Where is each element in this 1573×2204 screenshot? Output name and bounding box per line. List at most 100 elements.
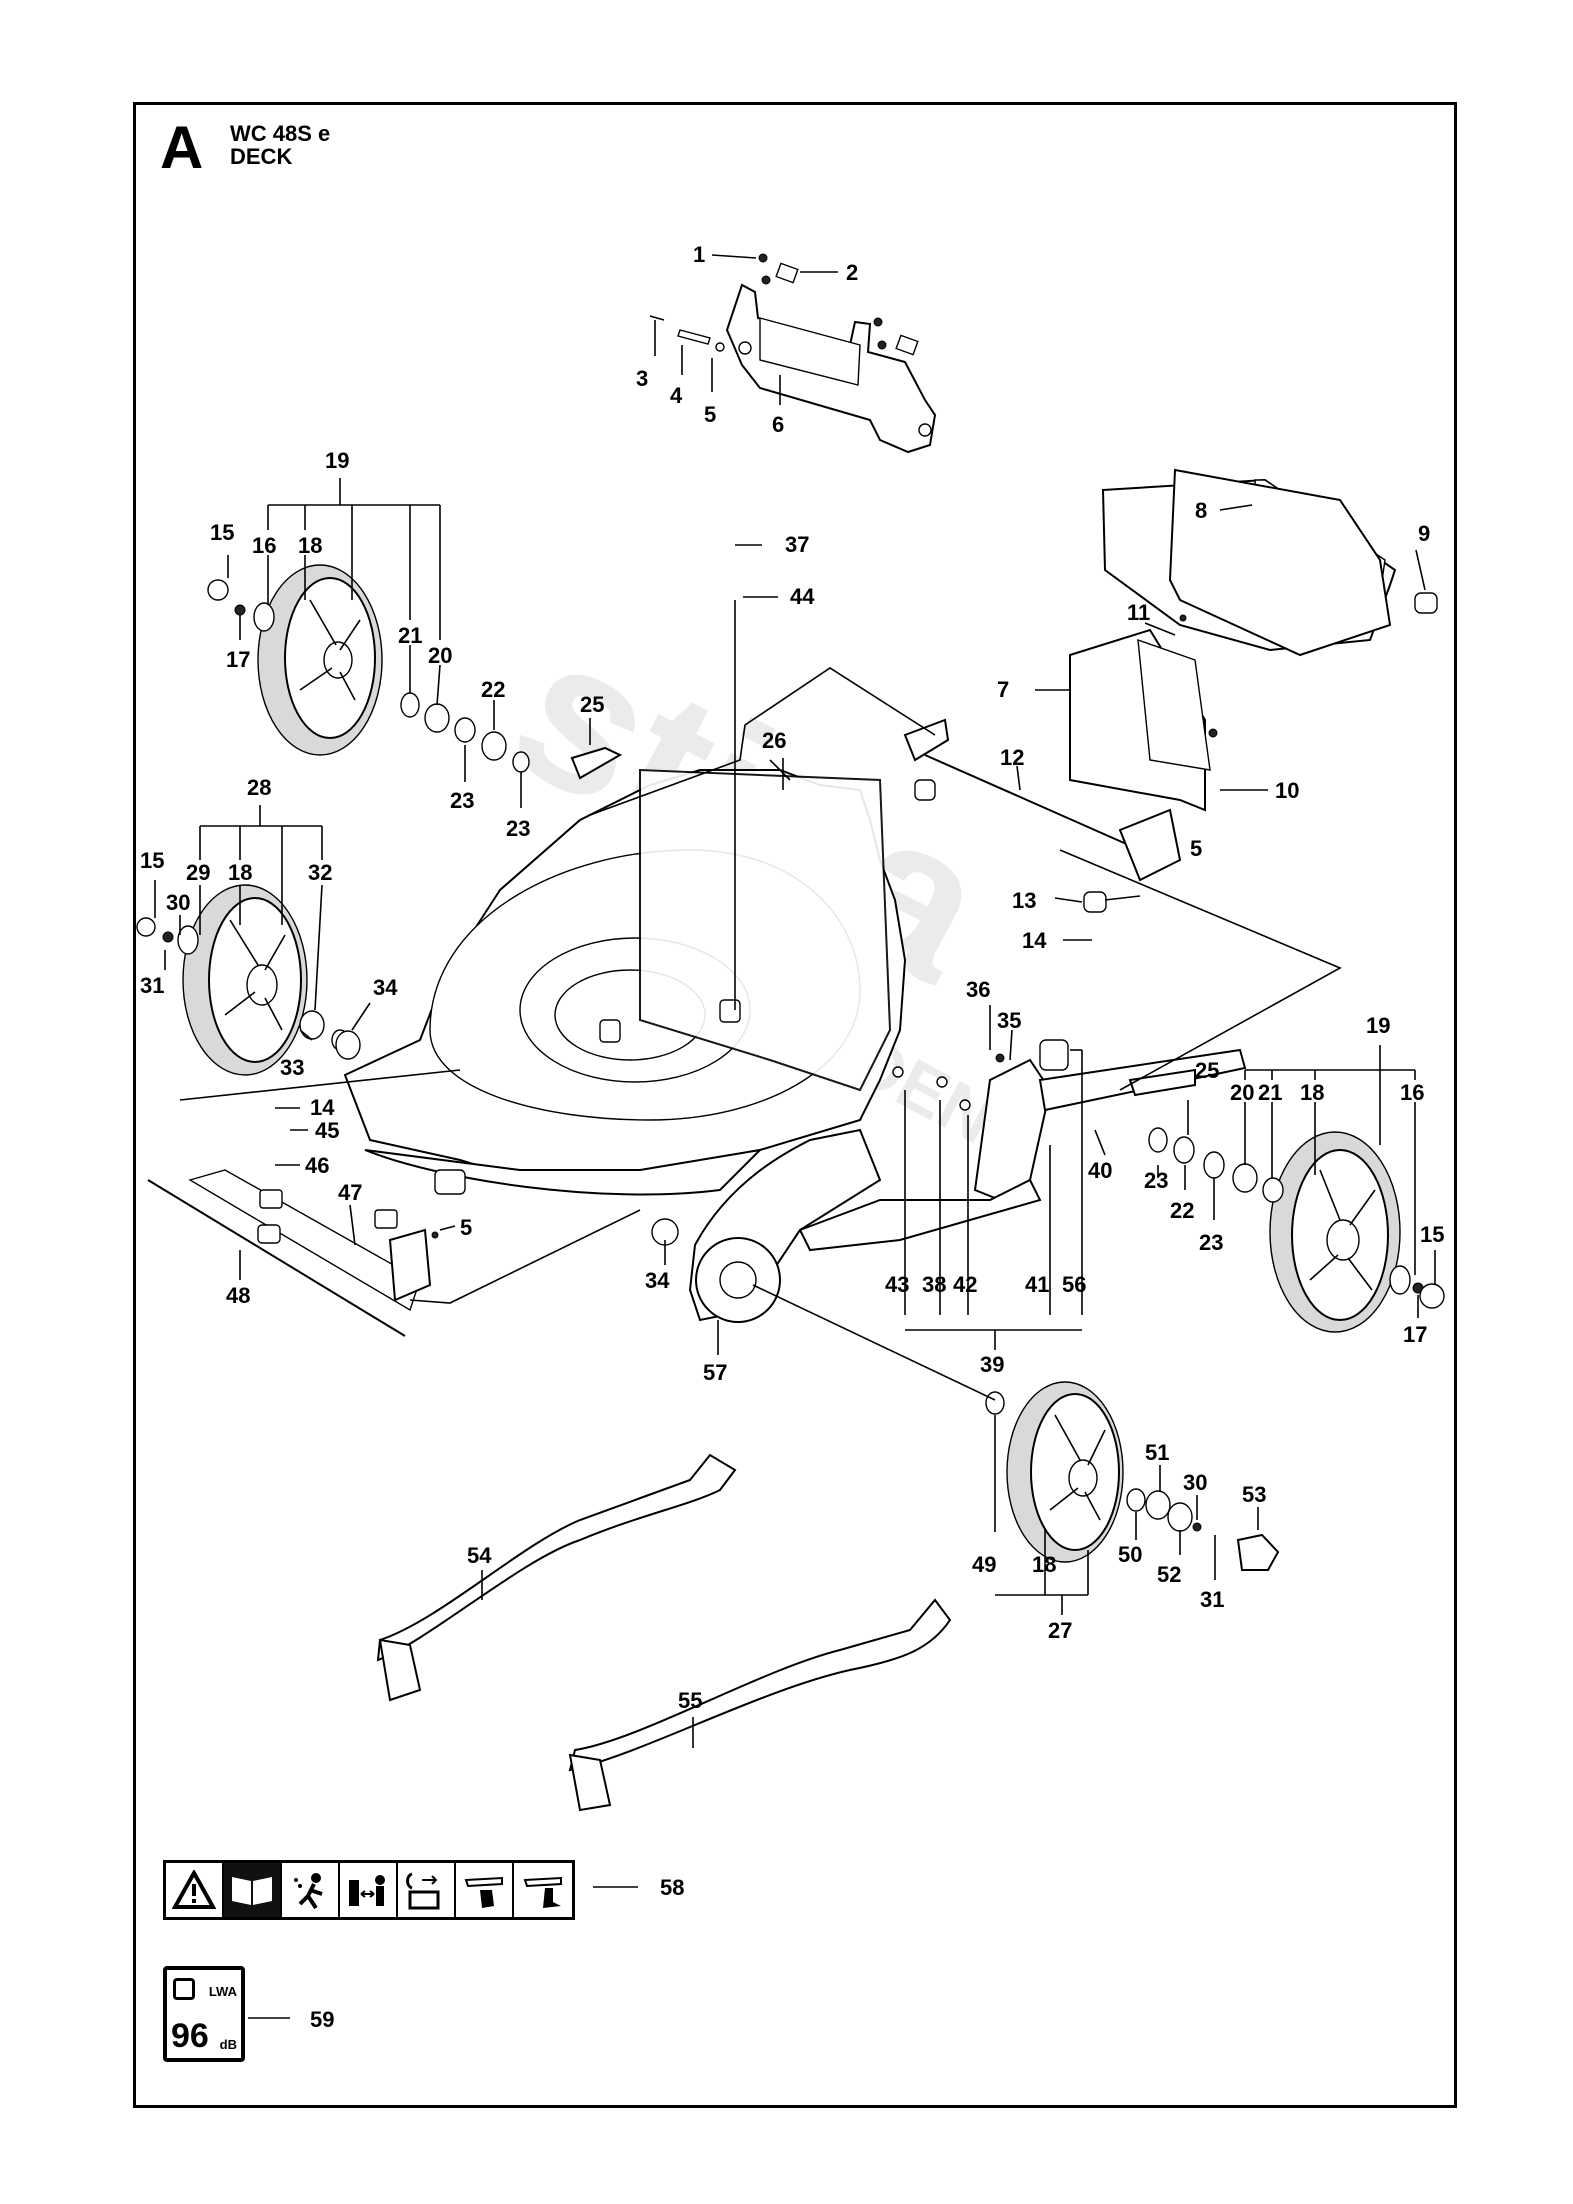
callout: 34 (373, 975, 398, 1000)
callout: 52 (1157, 1562, 1181, 1587)
warning-decal (163, 1860, 575, 1920)
callout: 12 (1000, 745, 1024, 770)
callout: 49 (972, 1552, 996, 1577)
callout: 21 (1258, 1080, 1282, 1105)
callout: 23 (1199, 1230, 1223, 1255)
callout: 19 (1366, 1013, 1390, 1038)
noise-decal-nut-icon (173, 1978, 195, 2000)
callout: 57 (703, 1360, 727, 1385)
callout: 1 (693, 242, 705, 267)
thrown-objects-icon (282, 1863, 340, 1917)
rear-deflector-assembly (1069, 468, 1438, 812)
flap-grille (1137, 638, 1211, 771)
callout: 44 (790, 584, 815, 609)
callout: 43 (885, 1272, 909, 1297)
leader-lines (154, 254, 1436, 2019)
callout: 17 (226, 647, 250, 672)
mower-deck (343, 768, 907, 1196)
rear-axle-rod (903, 718, 1182, 913)
manual-book-icon (224, 1863, 282, 1917)
callout: 30 (1183, 1470, 1207, 1495)
callout: 9 (1418, 521, 1430, 546)
blade-foot-hazard-icon (514, 1863, 572, 1917)
callout: 48 (226, 1283, 250, 1308)
warning-triangle-icon (166, 1863, 224, 1917)
callout: 16 (252, 533, 276, 558)
callout: 25 (580, 692, 604, 717)
callout: 41 (1025, 1272, 1049, 1297)
callout-numbers: 1 2 3 4 5 6 8 9 11 7 12 10 5 13 14 37 44… (140, 242, 1444, 2032)
front-axle-rod (147, 1169, 439, 1337)
callout: 26 (762, 728, 786, 753)
callout: 15 (210, 520, 234, 545)
callout: 53 (1242, 1482, 1266, 1507)
noise-level-unit: dB (219, 2037, 237, 2052)
callout: 15 (1420, 1222, 1444, 1247)
skid-left (376, 1453, 737, 1702)
belt-cover (651, 1128, 882, 1323)
wheel-lower (985, 1381, 1280, 1571)
noise-level-value: 96 (171, 2017, 209, 2055)
height-adjuster-assembly (798, 1039, 1247, 1252)
callout: 20 (1230, 1080, 1254, 1105)
callout: 5 (1190, 836, 1202, 861)
callout: 5 (704, 402, 716, 427)
callout: 4 (670, 383, 683, 408)
callout: 3 (636, 366, 648, 391)
callout: 20 (428, 643, 452, 668)
model-title: WC 48S e DECK (230, 122, 330, 168)
callout: 36 (966, 977, 990, 1002)
callout: 14 (1022, 928, 1047, 953)
callout: 46 (305, 1153, 329, 1178)
handle-bracket-assembly (649, 253, 937, 454)
callout: 21 (398, 623, 422, 648)
callout: 23 (450, 788, 474, 813)
callout: 55 (678, 1688, 702, 1713)
callout: 51 (1145, 1440, 1169, 1465)
disconnect-spark-plug-icon (398, 1863, 456, 1917)
callout: 42 (953, 1272, 977, 1297)
section-letter: A (160, 114, 204, 181)
callout: 37 (785, 532, 809, 557)
callout: 28 (247, 775, 271, 800)
callout: 33 (280, 1055, 304, 1080)
callout: 54 (467, 1543, 492, 1568)
wheel-axle-parts-top (400, 692, 623, 780)
callout: 59 (310, 2007, 334, 2032)
callout: 5 (460, 1215, 472, 1240)
callout: 6 (772, 412, 784, 437)
assembly-name: DECK (230, 144, 293, 170)
callout: 32 (308, 860, 332, 885)
wheel-mid-left (136, 884, 361, 1076)
callout: 16 (1400, 1080, 1424, 1105)
callout: 25 (1195, 1058, 1219, 1083)
callout: 17 (1403, 1322, 1427, 1347)
callout: 10 (1275, 778, 1299, 803)
drawing-frame (133, 102, 1457, 2108)
callout: 18 (1300, 1080, 1324, 1105)
noise-lwa-label: LWA (208, 1984, 237, 1999)
callout: 13 (1012, 888, 1036, 913)
callout: 39 (980, 1352, 1004, 1377)
callout: 31 (140, 973, 164, 998)
callout: 23 (506, 816, 530, 841)
callout: 15 (140, 848, 164, 873)
callout: 50 (1118, 1542, 1142, 1567)
callout: 34 (645, 1268, 670, 1293)
callout: 22 (481, 677, 505, 702)
callout: 35 (997, 1008, 1021, 1033)
callout: 47 (338, 1180, 362, 1205)
skid-right (568, 1598, 952, 1812)
callout: 29 (186, 860, 210, 885)
model-name: WC 48S e (230, 121, 331, 146)
wheel-right (1148, 1127, 1445, 1333)
callout: 23 (1144, 1168, 1168, 1193)
callout: 27 (1048, 1618, 1072, 1643)
callout: 14 (310, 1095, 335, 1120)
callout: 11 (1127, 600, 1150, 625)
callout: 31 (1200, 1587, 1224, 1612)
wheel-top-left (207, 564, 383, 756)
callout: 30 (166, 890, 190, 915)
callout: 19 (325, 448, 349, 473)
